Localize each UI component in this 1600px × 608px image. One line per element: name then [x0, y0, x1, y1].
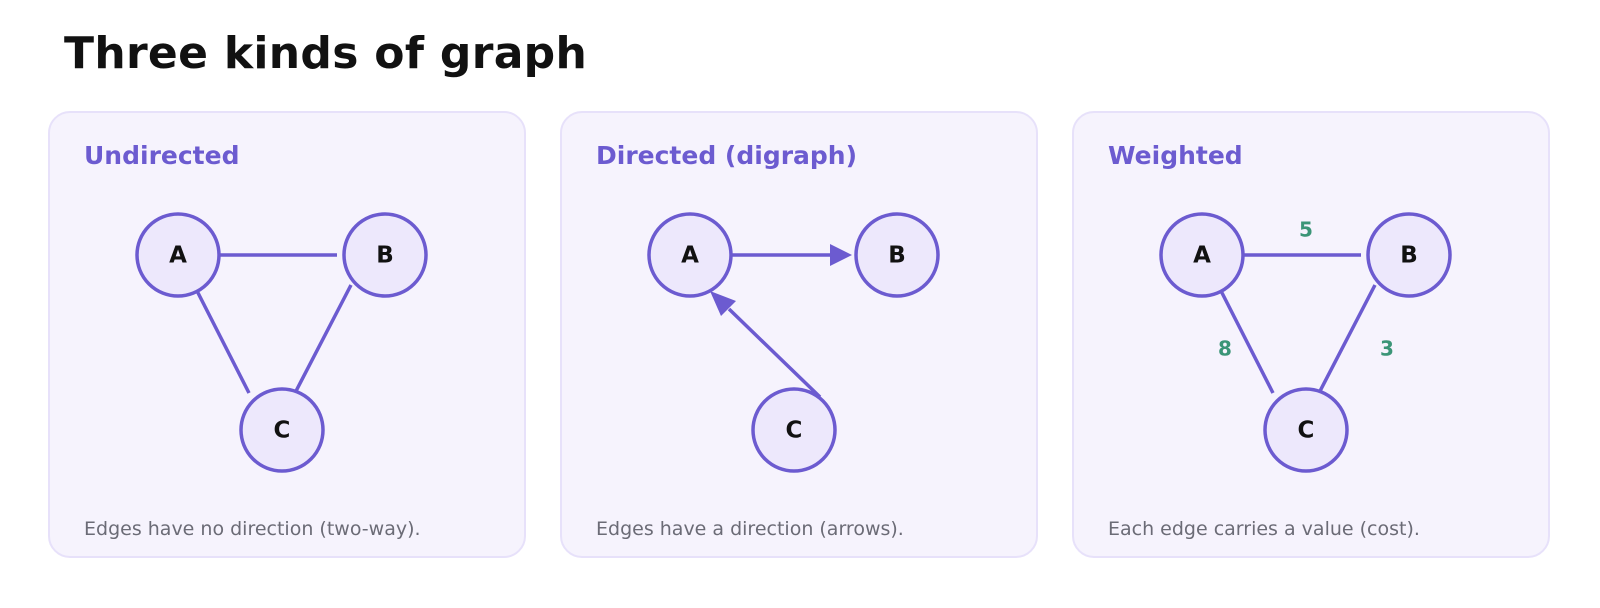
- node-b: B: [854, 212, 940, 298]
- edge-b-c: [1317, 284, 1377, 394]
- node-c: C: [1263, 387, 1349, 473]
- panel-caption: Edges have a direction (arrows).: [596, 518, 904, 540]
- edge-weight-a-c: 8: [1218, 337, 1232, 361]
- edge-a-c: [192, 284, 251, 394]
- panel-directed: Directed (digraph) A B C Edges have a di…: [560, 111, 1038, 558]
- edge-c-a: [727, 307, 822, 399]
- node-label: C: [786, 418, 803, 444]
- node-label: A: [681, 243, 699, 269]
- panel-undirected: Undirected A B C Edges have no direction…: [48, 111, 526, 558]
- arrow-head: [830, 244, 852, 266]
- node-a: A: [135, 212, 221, 298]
- node-c: C: [239, 387, 325, 473]
- weighted-graph: 5 8 3 A B C: [1159, 212, 1452, 473]
- panel-weighted: Weighted 5 8 3 A B C Each edge carries a…: [1072, 111, 1550, 558]
- node-b: B: [1366, 212, 1452, 298]
- panel-caption: Edges have no direction (two-way).: [84, 518, 421, 540]
- undirected-graph: A B C: [135, 212, 428, 473]
- edge-a-c: [1216, 284, 1275, 394]
- panel-title: Undirected: [84, 141, 240, 170]
- node-label: B: [888, 243, 906, 269]
- directed-graph: A B C: [647, 212, 940, 473]
- node-c: C: [751, 387, 837, 473]
- panel-title: Weighted: [1108, 141, 1243, 170]
- node-label: C: [274, 418, 291, 444]
- arrow-head: [710, 291, 736, 316]
- edge-weight-b-c: 3: [1380, 337, 1394, 361]
- node-a: A: [1159, 212, 1245, 298]
- node-label: A: [169, 243, 187, 269]
- node-label: B: [1400, 243, 1418, 269]
- node-b: B: [342, 212, 428, 298]
- node-label: C: [1298, 418, 1315, 444]
- panel-title: Directed (digraph): [596, 141, 858, 170]
- panel-caption: Each edge carries a value (cost).: [1108, 518, 1420, 540]
- node-label: A: [1193, 243, 1211, 269]
- edge-b-c: [293, 284, 353, 394]
- edge-weight-a-b: 5: [1299, 218, 1313, 242]
- page-title: Three kinds of graph: [64, 28, 588, 79]
- node-a: A: [647, 212, 733, 298]
- node-label: B: [376, 243, 394, 269]
